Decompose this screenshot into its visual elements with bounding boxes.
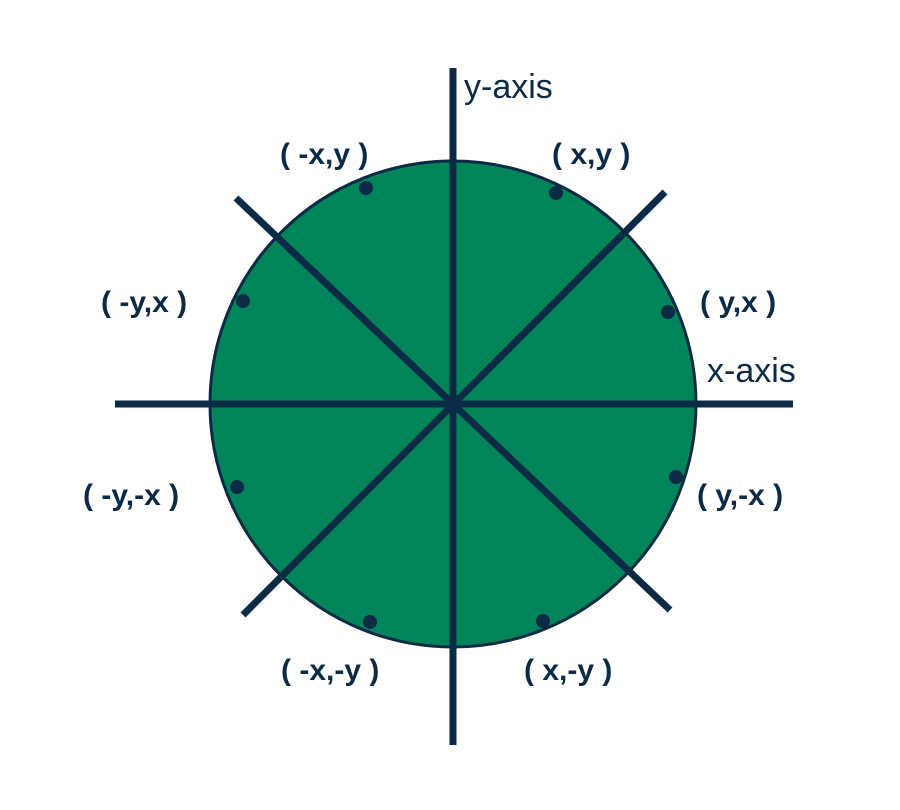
point-dot-negy-x bbox=[236, 294, 250, 308]
point-dot-negx-negy bbox=[363, 615, 377, 629]
point-dot-negy-negx bbox=[230, 480, 244, 494]
point-label-negy-negx: ( -y,-x ) bbox=[83, 479, 179, 512]
point-label-x-y: ( x,y ) bbox=[552, 138, 630, 171]
point-dot-x-negy bbox=[536, 614, 550, 628]
point-label-y-x: ( y,x ) bbox=[700, 286, 776, 319]
point-label-x-negy: ( x,-y ) bbox=[524, 654, 612, 687]
octant-points: ( x,y ) ( y,x ) ( y,-x ) ( x,-y ) ( -x,-y ) (… bbox=[83, 138, 783, 687]
point-label-negy-x: ( -y,x ) bbox=[101, 286, 187, 319]
point-dot-y-x bbox=[661, 305, 675, 319]
point-dot-negx-y bbox=[359, 181, 373, 195]
y-axis-label: y-axis bbox=[464, 68, 553, 106]
x-axis-label: x-axis bbox=[707, 352, 796, 390]
point-dot-x-y bbox=[549, 186, 563, 200]
diagonal-line-negative bbox=[233, 195, 673, 613]
point-dot-y-negx bbox=[669, 470, 683, 484]
point-label-negx-y: ( -x,y ) bbox=[280, 138, 368, 171]
point-label-y-negx: ( y,-x ) bbox=[697, 479, 783, 512]
point-label-negx-negy: ( -x,-y ) bbox=[281, 654, 379, 687]
